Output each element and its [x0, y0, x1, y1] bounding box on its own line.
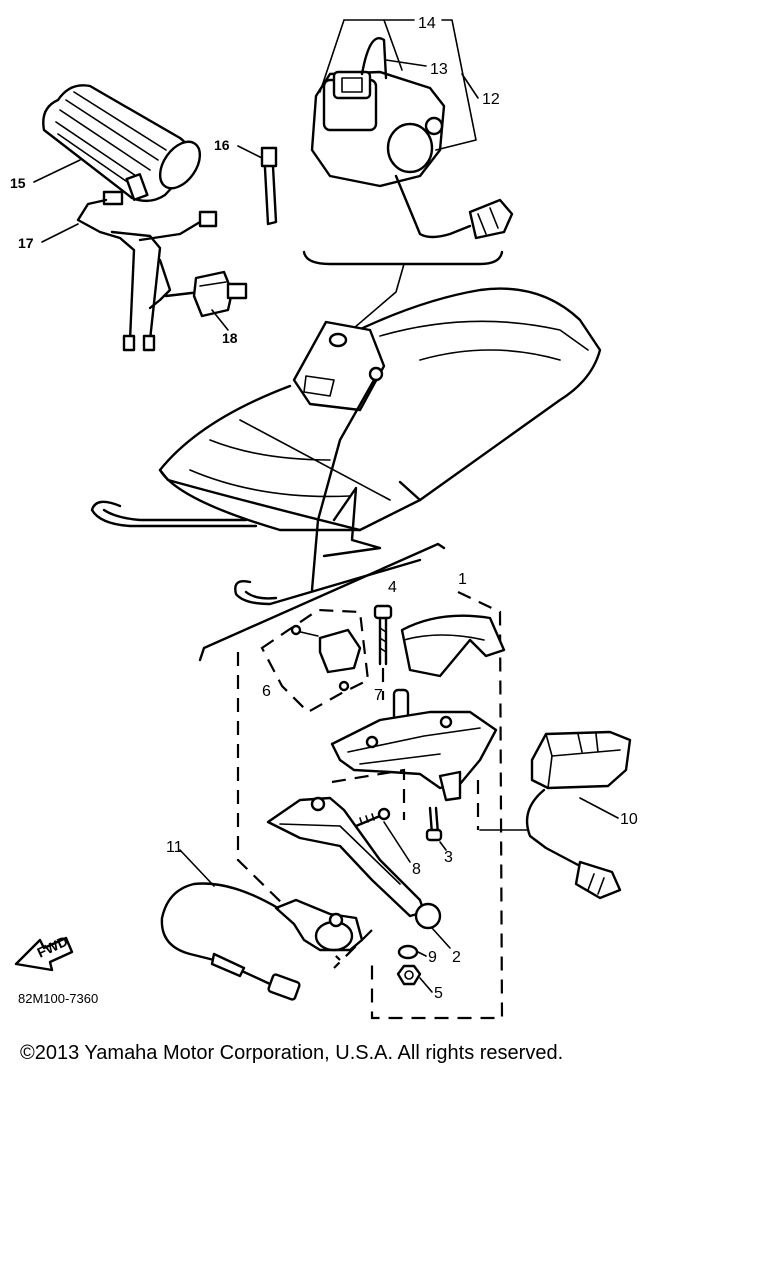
- label-15: 15: [10, 175, 26, 191]
- label-1: 1: [458, 571, 467, 588]
- label-10: 10: [620, 811, 638, 828]
- cable-leader: [339, 263, 405, 341]
- screw-8: [354, 807, 391, 828]
- label-13: 13: [430, 61, 448, 78]
- lever-cover: [400, 614, 506, 678]
- label-7: 7: [374, 687, 383, 704]
- nut-5: [396, 964, 422, 986]
- wire-harness: [76, 190, 218, 352]
- relay-unit: [525, 730, 632, 900]
- label-14: 14: [418, 15, 436, 32]
- separator-line: [198, 542, 446, 662]
- label-4: 4: [388, 579, 397, 596]
- label-2: 2: [452, 949, 461, 966]
- copyright-notice: ©2013 Yamaha Motor Corporation, U.S.A. A…: [20, 1042, 564, 1064]
- diagram-code: 82M100-7360: [18, 991, 98, 1006]
- label-6: 6: [262, 683, 271, 700]
- label-18: 18: [222, 330, 238, 346]
- throttle-housing: [310, 37, 514, 240]
- tie-wrap: [260, 146, 278, 226]
- handlebar-grip: [42, 84, 202, 203]
- snowmobile-body: [90, 287, 602, 606]
- group-6-outline: [260, 608, 370, 714]
- parts-diagram: FWD 14 13 12 15 16 17 18 1 4 6 7 10 3 8 …: [10, 15, 638, 1020]
- bolt-3: [425, 806, 443, 842]
- brake-switch: [160, 882, 364, 1001]
- label-8: 8: [412, 861, 421, 878]
- lever-bracket: [330, 710, 498, 802]
- brake-lever: [266, 796, 442, 930]
- label-12: 12: [482, 91, 500, 108]
- label-9: 9: [428, 949, 437, 966]
- label-3: 3: [444, 849, 453, 866]
- group-1-outline: [236, 591, 504, 1020]
- label-5: 5: [434, 985, 443, 1002]
- label-16: 16: [214, 137, 230, 153]
- callouts: 14 13 12 15 16 17 18 1 4 6 7 10 3 8 11 2…: [10, 15, 638, 1006]
- switch-6: [290, 624, 362, 692]
- housing-group-bracket: [302, 250, 504, 266]
- bolt-4: [373, 604, 393, 700]
- fwd-arrow-icon: FWD: [14, 933, 74, 972]
- leader-dashed-1: [331, 768, 406, 820]
- label-11: 11: [166, 839, 183, 856]
- stop-switch: [192, 270, 248, 318]
- washer-9: [397, 944, 419, 960]
- label-17: 17: [18, 235, 34, 251]
